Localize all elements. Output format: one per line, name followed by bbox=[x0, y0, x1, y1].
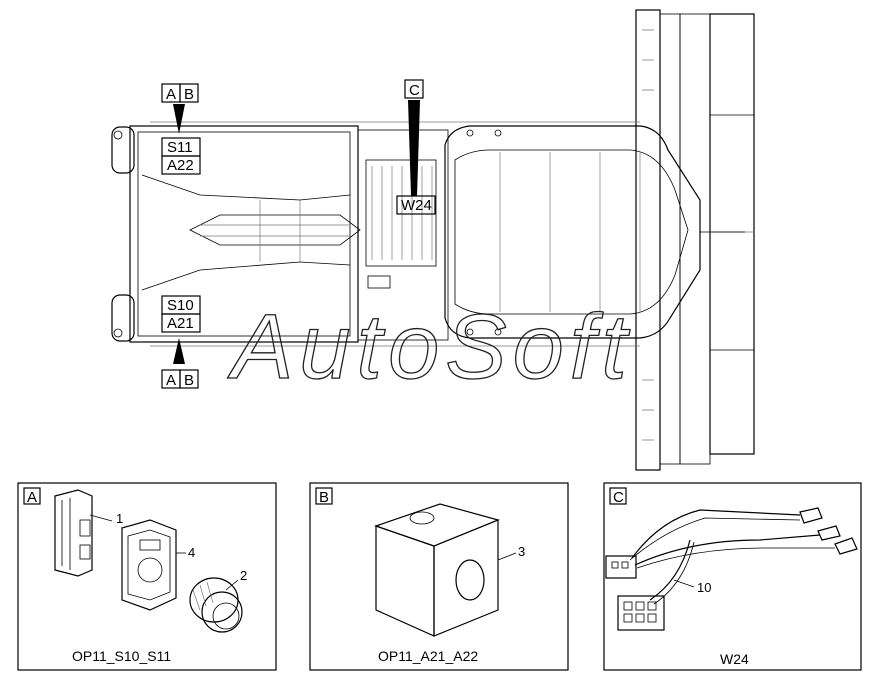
panel-a-tag: A bbox=[27, 489, 37, 506]
callout-tag-c: C bbox=[409, 82, 420, 99]
callout-tag-a: A bbox=[166, 86, 176, 103]
panel-c: C 10 W24 bbox=[603, 482, 862, 671]
callout-bottom-left: S10 A21 A B bbox=[161, 295, 201, 389]
watermark: AutoSoft bbox=[227, 296, 633, 398]
contact-block bbox=[54, 489, 93, 577]
panel-b: B 3 OP11_A21_A22 bbox=[309, 482, 569, 671]
holder-bracket bbox=[121, 519, 177, 611]
panel-c-tag: C bbox=[613, 489, 624, 506]
wire-harness bbox=[605, 507, 858, 631]
panel-b-tag: B bbox=[319, 489, 329, 506]
callout-code-s10: S10 bbox=[167, 297, 194, 314]
panel-a-caption: OP11_S10_S11 bbox=[72, 648, 171, 664]
panel-b-caption: OP11_A21_A22 bbox=[378, 648, 478, 664]
part-number: 2 bbox=[240, 568, 247, 583]
callout-center: C W24 bbox=[396, 79, 436, 215]
callout-tag-a: A bbox=[166, 372, 176, 389]
solenoid-cube bbox=[374, 503, 500, 637]
panel-c-caption: W24 bbox=[720, 651, 749, 667]
part-number: 10 bbox=[697, 580, 711, 595]
callout-code-w24: W24 bbox=[401, 197, 432, 214]
callout-code-s11: S11 bbox=[167, 139, 193, 156]
callout-top-left: A B S11 A22 bbox=[161, 83, 201, 175]
callout-tag-b: B bbox=[184, 86, 194, 103]
push-button bbox=[189, 577, 243, 633]
machine-top-view bbox=[111, 9, 755, 471]
callout-tag-b: B bbox=[184, 372, 194, 389]
panel-a: A 1 4 2 OP11_S10_S11 bbox=[17, 482, 277, 671]
part-number: 3 bbox=[518, 544, 525, 559]
part-number: 4 bbox=[188, 545, 195, 560]
callout-code-a21: A21 bbox=[167, 315, 194, 332]
callout-code-a22: A22 bbox=[167, 157, 194, 174]
part-number: 1 bbox=[116, 511, 123, 526]
